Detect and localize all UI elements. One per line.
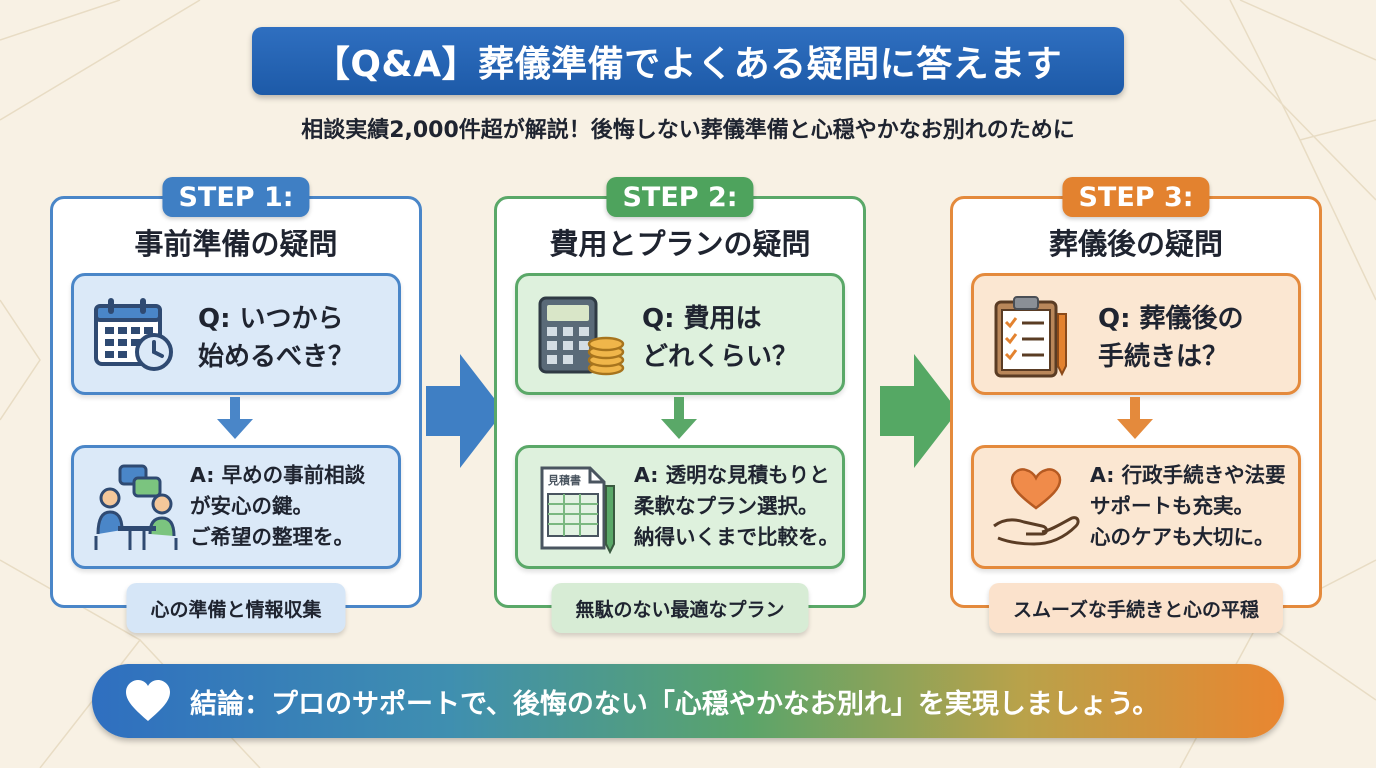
calculator-coins-icon [534,294,626,384]
heart-hand-icon [990,464,1082,556]
step-3-heading: 葬儀後の疑問 [1048,227,1223,261]
step-1-down-arrow [217,397,253,439]
estimate-document-icon: 見積書 [534,464,626,558]
estimate-document-label: 見積書 [547,473,581,487]
step-3-question-text: Q: 葬儀後の 手続きは？ [1098,304,1244,372]
step-3-answer-text: A: 行政手続きや法要 サポートも充実。 心のケアも大切に。 [1090,463,1286,549]
step-2-question-card: Q: 費用は どれくらい？ [515,273,845,395]
step-2-question-text: Q: 費用は どれくらい？ [642,304,799,372]
conclusion-text: 結論：プロのサポートで、後悔のない「心穏やかなお別れ」を実現しましょう。 [190,688,1160,720]
step-2-tag: 無駄のない最適なプラン [551,583,809,633]
step-1-badge: STEP 1: [162,177,310,217]
step-1-to-2-arrow [426,354,504,468]
step-2-heading: 費用とプランの疑問 [549,227,811,261]
step-1-answer-card: A: 早めの事前相談 が安心の鍵。 ご希望の整理を。 [71,445,401,569]
step-1-question-card: Q: いつから 始めるべき？ [71,273,401,395]
step-3-down-arrow [1117,397,1153,439]
step-2-to-3-arrow [880,354,958,468]
heart-icon [124,679,172,723]
step-3-question-card: Q: 葬儀後の 手続きは？ [971,273,1301,395]
step-1-tag: 心の準備と情報収集 [126,583,346,633]
step-1-question-text: Q: いつから 始めるべき？ [198,304,355,372]
clipboard-checklist-icon [990,294,1080,384]
step-3-badge: STEP 3: [1062,177,1210,217]
conclusion-banner: 結論：プロのサポートで、後悔のない「心穏やかなお別れ」を実現しましょう。 [92,664,1284,738]
step-3-answer-card: A: 行政手続きや法要 サポートも充実。 心のケアも大切に。 [971,445,1301,569]
step-2-answer-text: A: 透明な見積もりと 柔軟なプラン選択。 納得いくまで比較を。 [634,463,839,549]
step-1-heading: 事前準備の疑問 [134,227,338,261]
step-2-panel: STEP 2: 費用とプランの疑問 Q: 費用は [494,177,866,633]
step-2-down-arrow [661,397,697,439]
step-2-answer-card: 見積書 A: 透明な見積もりと 柔軟なプラン選択。 納得いくまで比較を。 [515,445,845,569]
page-title: 【Q&A】葬儀準備でよくある疑問に答えます [252,27,1124,95]
calendar-clock-icon [90,294,180,378]
consultation-icon [90,464,182,556]
step-3-panel: STEP 3: 葬儀後の疑問 Q: 葬儀後の 手続きは？ [950,177,1322,633]
step-3-tag: スムーズな手続きと心の平穏 [988,583,1284,633]
step-1-answer-text: A: 早めの事前相談 が安心の鍵。 ご希望の整理を。 [190,463,366,549]
step-1-panel: STEP 1: 事前準備の疑問 Q: いつから 始めるべき？ [50,177,422,633]
step-2-badge: STEP 2: [606,177,754,217]
page-subtitle: 相談実績2,000件超が解説！後悔しない葬儀準備と心穏やかなお別れのために [301,118,1075,143]
